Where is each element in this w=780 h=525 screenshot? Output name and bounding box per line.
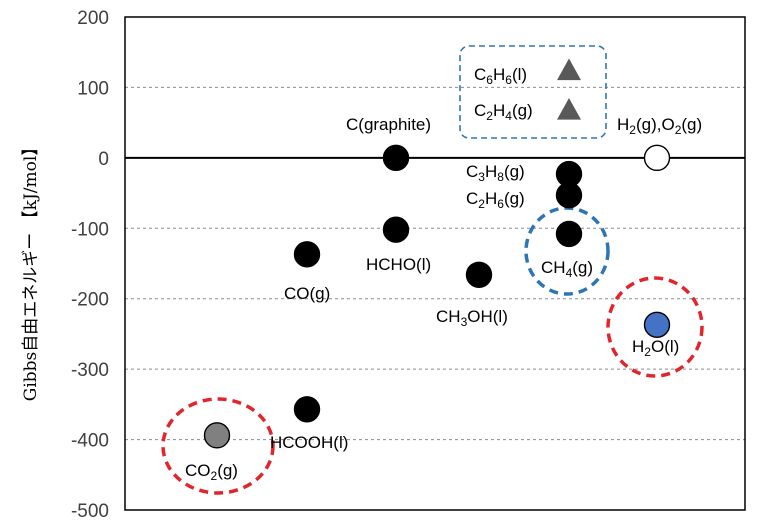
h2o-highlight-ring (606, 276, 704, 378)
y-tick-label: 200 (77, 8, 109, 29)
gridlines (125, 86, 745, 441)
data-point (465, 261, 493, 288)
data-point (382, 216, 410, 243)
label-c2h4: C2H4(g) (474, 101, 533, 123)
label-co2: CO2(g) (185, 461, 238, 483)
label-c3h8: C3H8(g) (466, 162, 525, 184)
y-tick-labels: 200 100 0 -100 -200 -300 -400 -500 (71, 8, 109, 522)
data-point (293, 241, 321, 268)
hydrocarbon-group-box (459, 45, 607, 139)
label-ch4: CH4(g) (541, 258, 593, 280)
data-point (555, 181, 583, 209)
y-tick-label: -400 (71, 431, 109, 452)
label-ch3oh: CH3OH(l) (436, 307, 508, 329)
label-co: CO(g) (284, 284, 330, 303)
label-h2o: H2O(l) (632, 337, 679, 359)
data-points (203, 58, 671, 449)
data-point (293, 396, 321, 423)
y-tick-label: 0 (98, 149, 109, 170)
label-c6h6: C6H6(l) (474, 65, 527, 87)
label-hcho: HCHO(l) (366, 255, 431, 274)
label-graphite: C(graphite) (346, 115, 431, 134)
y-tick-label: -300 (71, 360, 109, 381)
plot-frame (124, 16, 746, 511)
y-tick-label: -100 (71, 219, 109, 240)
y-axis-label: Gibbs自由エネルギー 【kJ/mol】 (21, 139, 41, 402)
label-c2h6: C2H6(g) (466, 189, 525, 211)
label-hcooh: HCOOH(l) (270, 433, 348, 452)
data-point (643, 144, 671, 172)
data-point (382, 144, 410, 172)
co2-highlight-ring (161, 397, 275, 495)
data-point (557, 58, 581, 81)
data-point (557, 97, 581, 120)
y-tick-label: -500 (71, 501, 109, 522)
y-tick-label: 100 (77, 78, 109, 99)
y-tick-label: -200 (71, 290, 109, 311)
data-point (555, 220, 583, 248)
data-point (203, 422, 231, 449)
label-h2-o2: H2(g),O2(g) (617, 115, 702, 137)
data-point (643, 311, 671, 338)
